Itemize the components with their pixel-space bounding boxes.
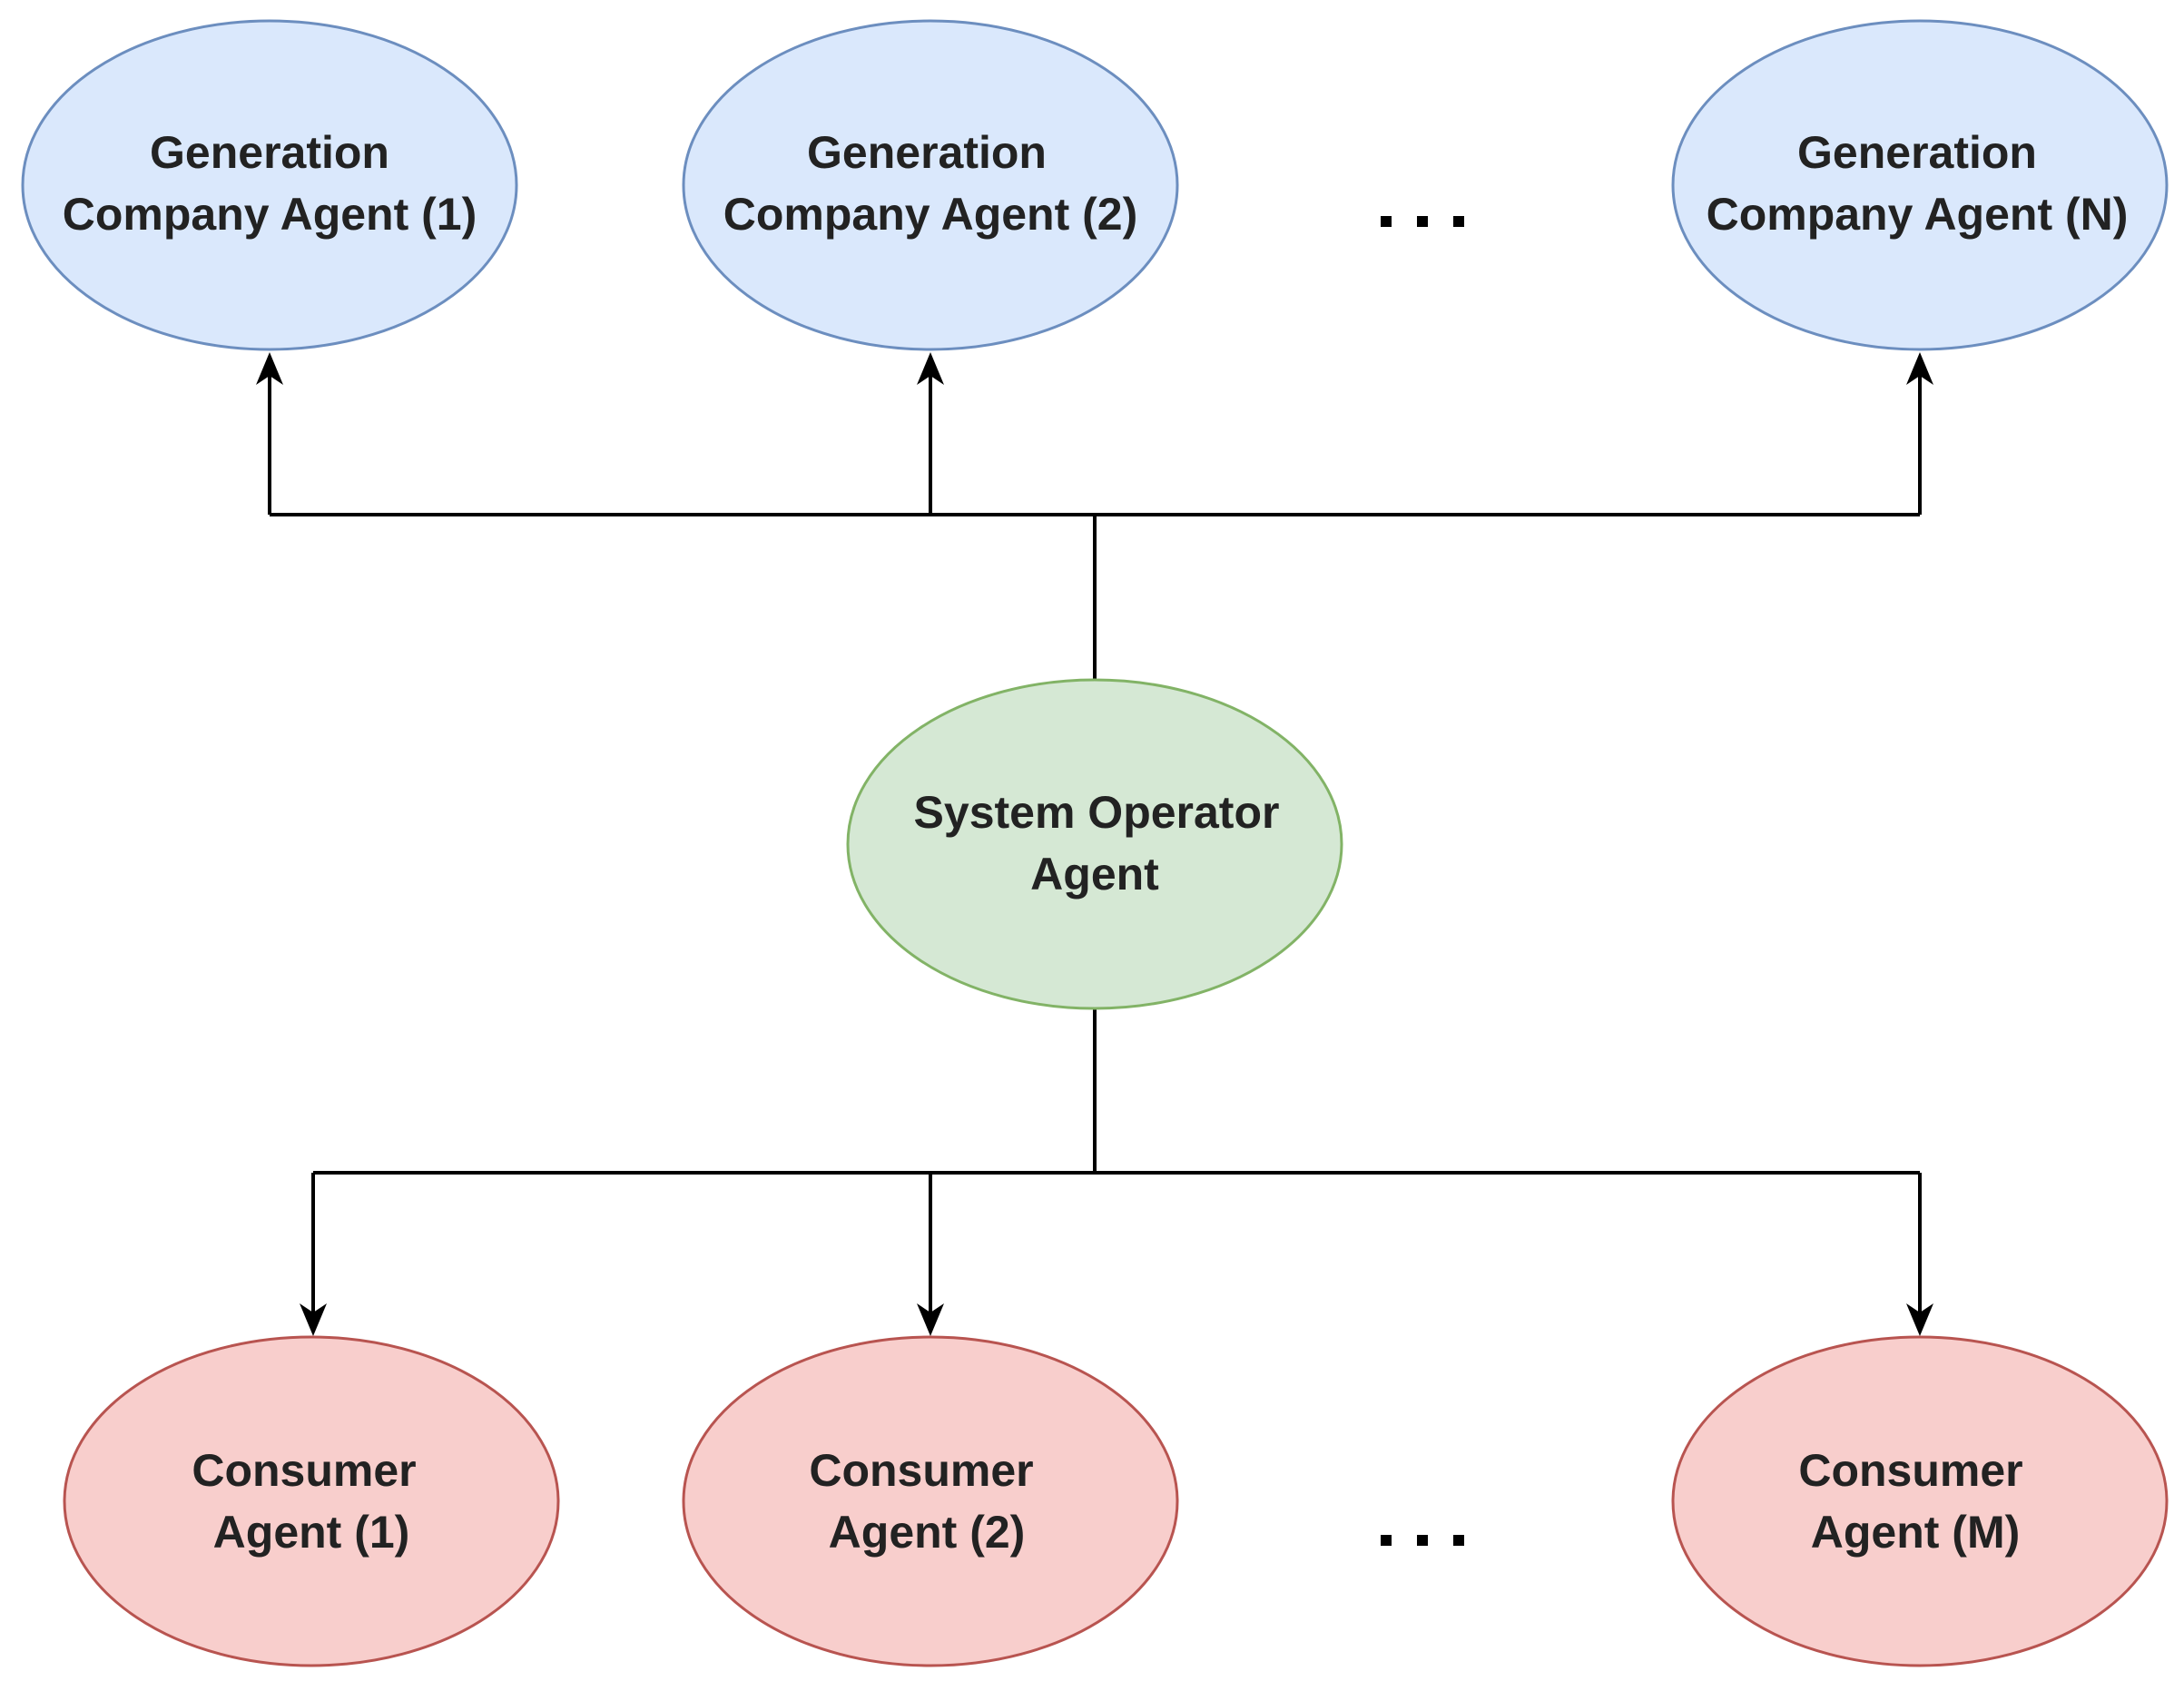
generation-agent-1-label-line1: Generation: [150, 127, 389, 178]
consumer-agent-1-label-line2: Agent (1): [213, 1507, 410, 1558]
consumer-agent-2-label-line2: Agent (2): [829, 1507, 1026, 1558]
ellipsis-dot: [1453, 216, 1464, 227]
system-operator-label-line1: System Operator: [914, 787, 1280, 838]
ellipsis-dot: [1417, 216, 1428, 227]
consumer-agent-2-label-line1: Consumer: [809, 1445, 1033, 1496]
ellipsis-dot: [1417, 1535, 1428, 1546]
consumer-connectors: [300, 1009, 1933, 1336]
consumer-agent-1-label-line1: Consumer: [192, 1445, 416, 1496]
generation-agent-2[interactable]: Generation Company Agent (2): [682, 19, 1179, 351]
consumer-agent-2-shape: [682, 1335, 1179, 1667]
ellipsis-dot: [1453, 1535, 1464, 1546]
consumer-agent-1[interactable]: Consumer Agent (1): [63, 1335, 560, 1667]
generation-agent-1[interactable]: Generation Company Agent (1): [21, 19, 518, 351]
consumer-agent-m-label-line1: Consumer: [1798, 1445, 2022, 1496]
generation-agent-1-shape: [21, 19, 518, 351]
consumer-agent-m-shape: [1671, 1335, 2169, 1667]
arrowhead-down-consumer-2: [917, 1303, 944, 1336]
ellipsis-dot: [1381, 1535, 1392, 1546]
consumer-agent-m-label-line2: Agent (M): [1811, 1507, 2021, 1558]
generation-ellipsis: [1381, 216, 1464, 227]
arrowhead-up-generation-2: [917, 352, 944, 385]
generation-connectors: [256, 352, 1933, 679]
consumer-ellipsis: [1381, 1535, 1464, 1546]
generation-agent-n-label-line2: Company Agent (N): [1707, 189, 2129, 240]
generation-agent-1-label-line2: Company Agent (1): [63, 189, 477, 240]
ellipsis-dot: [1381, 216, 1392, 227]
system-operator-agent-shape: [846, 678, 1343, 1010]
arrowhead-up-generation-n: [1906, 352, 1933, 385]
arrowhead-down-consumer-1: [300, 1303, 327, 1336]
arrowhead-down-consumer-m: [1906, 1303, 1933, 1336]
arrowhead-up-generation-1: [256, 352, 283, 385]
generation-agent-n-shape: [1671, 19, 2169, 351]
generation-agent-2-label-line1: Generation: [807, 127, 1047, 178]
generation-agent-2-label-line2: Company Agent (2): [723, 189, 1138, 240]
system-operator-label-line2: Agent: [1030, 849, 1159, 900]
system-operator-agent[interactable]: System Operator Agent: [846, 678, 1343, 1010]
consumer-agent-m[interactable]: Consumer Agent (M): [1671, 1335, 2169, 1667]
generation-agent-n[interactable]: Generation Company Agent (N): [1671, 19, 2169, 351]
generation-agent-n-label-line1: Generation: [1797, 127, 2037, 178]
generation-agent-2-shape: [682, 19, 1179, 351]
consumer-agent-1-shape: [63, 1335, 560, 1667]
consumer-agent-2[interactable]: Consumer Agent (2): [682, 1335, 1179, 1667]
